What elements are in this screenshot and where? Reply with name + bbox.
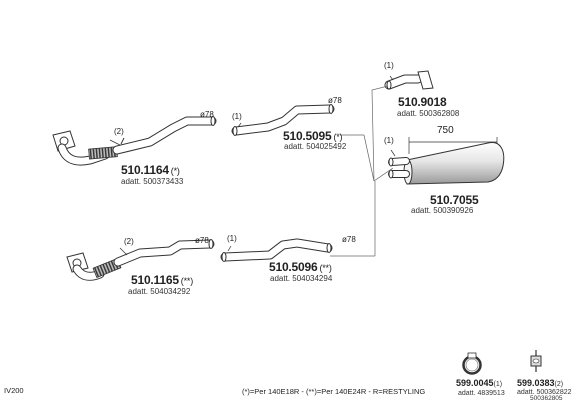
part-suffix: (**) xyxy=(180,276,193,286)
mounting-rubber-icon xyxy=(530,350,542,372)
part-suffix: (2) xyxy=(554,381,564,388)
legend-footnote: (*)=Per 140E18R - (**)=Per 140E24R - R=R… xyxy=(242,387,426,396)
diameter-p5: ø78 xyxy=(195,236,209,245)
part-number-510-5096[interactable]: 510.5096(**) xyxy=(269,261,332,273)
callout-p5: (2) xyxy=(124,237,134,246)
part-ref-510-9018: adatt. 500362808 xyxy=(397,109,460,118)
part-ref-510-1164: adatt. 500373433 xyxy=(121,177,184,186)
part-number-599-0045[interactable]: 599.0045(1) xyxy=(456,378,503,389)
part-suffix: (*) xyxy=(170,166,180,176)
part-suffix: (1) xyxy=(493,381,503,388)
diagram-code: IV200 xyxy=(4,386,24,395)
pipe-510-5096 xyxy=(220,238,333,262)
diameter-p6: ø78 xyxy=(342,235,356,244)
diameter-p2: ø78 xyxy=(328,96,342,105)
part-number-text: 510.1164 xyxy=(121,163,169,177)
part-suffix: (**) xyxy=(319,263,332,273)
part-number-510-9018[interactable]: 510.9018 xyxy=(398,95,447,109)
callout-p4: (1) xyxy=(384,136,394,145)
part-number-text: 599.0045 xyxy=(456,378,494,388)
tailpipe-510-9018 xyxy=(384,70,434,90)
callout-p1: (2) xyxy=(114,127,124,136)
part-number-text: 510.9018 xyxy=(398,95,447,109)
pipe-510-5095 xyxy=(231,104,335,136)
part-ref-599-0045: adatt. 4839513 xyxy=(458,390,505,397)
part-number-text: 510.5096 xyxy=(269,260,318,274)
part-ref-510-1165: adatt. 504034292 xyxy=(128,287,191,296)
downpipe-510-1165 xyxy=(66,239,215,281)
callout-p3: (1) xyxy=(384,61,394,70)
part-number-599-0383[interactable]: 599.0383(2) xyxy=(517,378,564,389)
downpipe-510-1164 xyxy=(52,116,217,166)
diameter-p1: ø78 xyxy=(200,110,214,119)
part-ref-599-0383-b: 500362805 xyxy=(530,395,563,400)
part-number-510-7055[interactable]: 510.7055 xyxy=(430,193,479,207)
part-ref-599-0383-a: adatt. 500362822 xyxy=(517,389,572,396)
part-number-510-5095[interactable]: 510.5095(*) xyxy=(283,129,343,143)
part-number-510-1165[interactable]: 510.1165(**) xyxy=(131,274,193,286)
connector-lines xyxy=(330,85,394,257)
part-number-text: 510.5095 xyxy=(283,129,332,143)
part-suffix: (*) xyxy=(333,132,343,142)
part-ref-510-5096: adatt. 504034294 xyxy=(270,274,333,283)
silencer-510-7055 xyxy=(388,137,505,185)
part-ref-510-5095: adatt. 504025492 xyxy=(284,142,347,151)
callout-p2: (1) xyxy=(232,112,242,121)
part-number-text: 510.1165 xyxy=(131,273,179,287)
part-number-text: 599.0383 xyxy=(517,378,555,388)
part-number-510-1164[interactable]: 510.1164(*) xyxy=(121,164,180,176)
part-ref-510-7055: adatt. 500390926 xyxy=(411,206,474,215)
part-number-text: 510.7055 xyxy=(430,193,479,207)
length-dimension: 750 xyxy=(437,125,454,136)
clamp-icon xyxy=(462,352,482,375)
callout-p6: (1) xyxy=(227,234,237,243)
